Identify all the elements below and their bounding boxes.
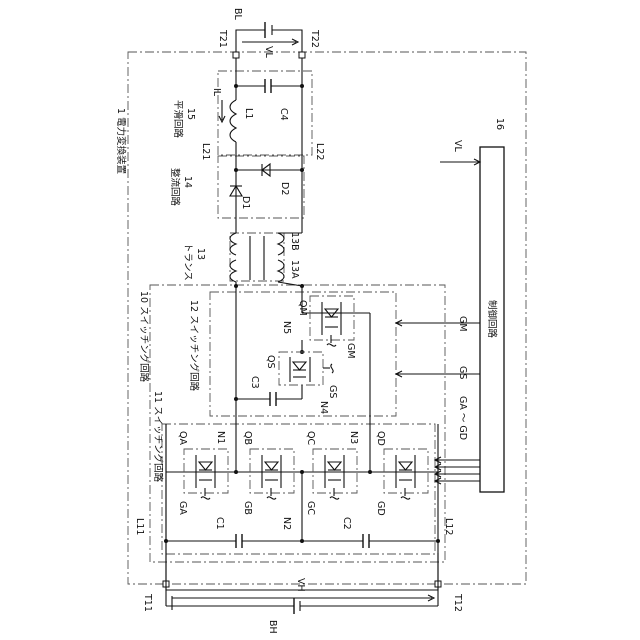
label-qa: QA bbox=[177, 431, 188, 445]
label-qm: QM bbox=[297, 300, 308, 316]
label-device: 1 電力変換装置 bbox=[115, 108, 127, 174]
text-labels: 1 電力変換装置 10 スイッチング回路 11 スイッチング回路 12 スイッチ… bbox=[115, 8, 505, 634]
switching-circuit-11-frame bbox=[162, 424, 435, 554]
label-c1: C1 bbox=[214, 517, 225, 530]
label-d2: D2 bbox=[279, 182, 290, 195]
label-c3: C3 bbox=[249, 376, 260, 389]
label-sw12: 12 スイッチング回路 bbox=[188, 300, 200, 392]
label-transformer-title: トランス bbox=[182, 243, 193, 281]
label-transformer-num: 13 bbox=[195, 248, 206, 260]
label-ga: GA bbox=[177, 501, 188, 515]
label-n4: N4 bbox=[318, 401, 329, 414]
switch-qs bbox=[279, 352, 333, 385]
label-smooth-title: 平滑回路 bbox=[172, 100, 184, 139]
label-t22: T22 bbox=[309, 29, 320, 48]
label-sig-ga-gd: GA ～ GD bbox=[457, 396, 468, 440]
label-rect-title: 整流回路 bbox=[169, 168, 181, 207]
label-l21: L21 bbox=[200, 143, 211, 160]
label-ctrl-title: 制御回路 bbox=[486, 300, 498, 339]
label-c4: C4 bbox=[278, 108, 289, 121]
label-sig-gs: GS bbox=[457, 366, 468, 379]
label-vh: VH bbox=[295, 578, 306, 592]
switch-qc bbox=[313, 449, 357, 499]
label-qd: QD bbox=[375, 431, 386, 446]
label-t21: T21 bbox=[217, 29, 228, 48]
switch-qm bbox=[310, 296, 354, 346]
label-13a: 13A bbox=[289, 260, 300, 279]
label-ctrl-num: 16 bbox=[494, 118, 505, 130]
label-gm: GM bbox=[345, 343, 356, 359]
label-smooth-num: 15 bbox=[185, 108, 196, 120]
label-sw11: 11 スイッチング回路 bbox=[152, 391, 164, 483]
label-qc: QC bbox=[305, 431, 316, 445]
label-t12: T12 bbox=[452, 593, 463, 612]
label-t11: T11 bbox=[142, 593, 153, 612]
label-gd: GD bbox=[375, 501, 386, 516]
label-sw10: 10 スイッチング回路 bbox=[138, 291, 150, 383]
label-n2: N2 bbox=[281, 517, 292, 530]
label-gb: GB bbox=[242, 501, 253, 515]
label-bh: BH bbox=[267, 620, 278, 634]
label-c2: C2 bbox=[341, 517, 352, 530]
vl-input-line bbox=[440, 159, 480, 165]
label-bl: BL bbox=[232, 8, 243, 21]
label-d1: D1 bbox=[240, 196, 251, 209]
label-gc: GC bbox=[305, 501, 316, 515]
label-gs: GS bbox=[327, 385, 338, 398]
label-l12: L12 bbox=[443, 518, 454, 535]
label-n3: N3 bbox=[348, 431, 359, 444]
switch-qd bbox=[384, 449, 428, 499]
label-13b: 13B bbox=[289, 232, 300, 251]
label-n1: N1 bbox=[215, 431, 226, 444]
label-l1: L1 bbox=[243, 108, 254, 119]
rectifier-frame bbox=[218, 156, 304, 218]
label-rect-num: 14 bbox=[182, 176, 193, 188]
label-qs: QS bbox=[265, 355, 276, 369]
label-l22: L22 bbox=[314, 143, 325, 160]
label-qb: QB bbox=[242, 431, 253, 445]
smoothing bbox=[219, 55, 304, 155]
label-n5: N5 bbox=[281, 321, 292, 334]
gate-signal-bus bbox=[435, 457, 480, 484]
label-il: IL bbox=[211, 88, 222, 97]
terminal-t22 bbox=[299, 52, 305, 58]
label-vl-out: VL bbox=[263, 46, 274, 58]
label-sig-gm: GM bbox=[457, 316, 468, 332]
switch-qb bbox=[250, 449, 294, 499]
switch-qa bbox=[184, 449, 228, 499]
label-vl-in: VL bbox=[452, 140, 463, 152]
terminal-t21 bbox=[233, 52, 239, 58]
label-l11: L11 bbox=[134, 518, 145, 535]
